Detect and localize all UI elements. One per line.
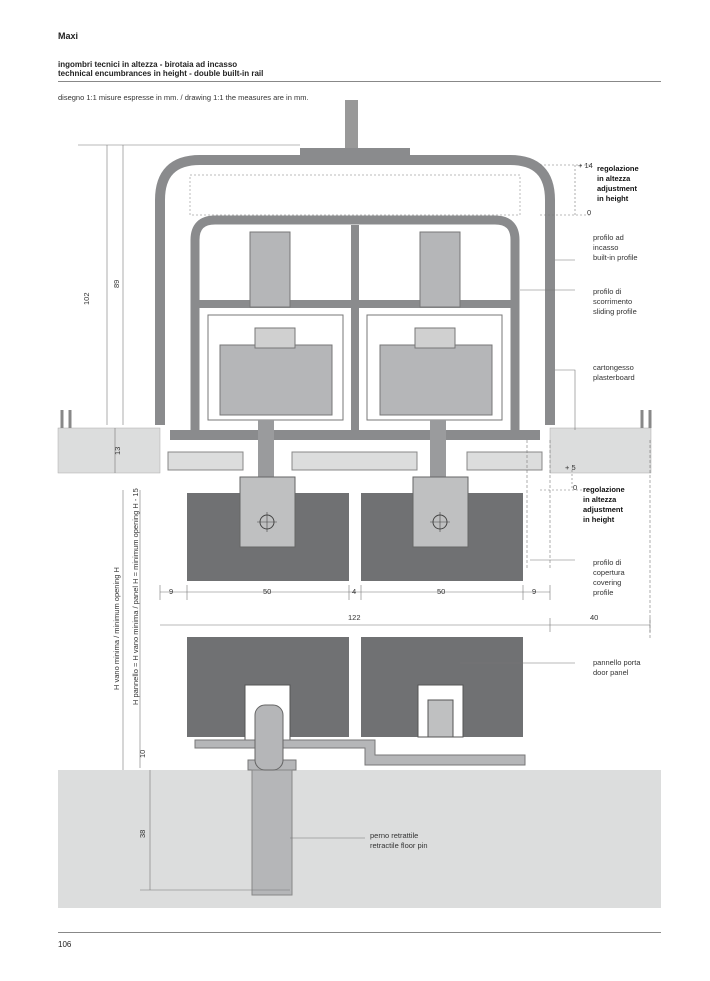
callout-adjust-top: regolazione in altezza adjustment in hei… bbox=[597, 164, 639, 203]
ceiling-screw bbox=[345, 100, 358, 152]
plasterboard-left bbox=[57, 427, 161, 474]
trolley-wheel-left bbox=[219, 344, 333, 416]
floor bbox=[58, 770, 661, 908]
svg-text:profilo di: profilo di bbox=[593, 287, 622, 296]
svg-text:in height: in height bbox=[597, 194, 629, 203]
dim-40: 40 bbox=[590, 613, 598, 622]
dimension-lines bbox=[78, 144, 651, 891]
retractile-pin-body bbox=[251, 769, 293, 896]
svg-text:perno retrattile: perno retrattile bbox=[370, 831, 418, 840]
callout-floor-pin: perno retrattile retractile floor pin bbox=[370, 831, 428, 850]
floor-guide-plate bbox=[194, 739, 526, 766]
crosshair-icon bbox=[257, 512, 277, 532]
svg-text:adjustment: adjustment bbox=[597, 184, 638, 193]
carriage-block-right bbox=[419, 231, 461, 308]
adjust-top-zero: 0 bbox=[587, 208, 591, 217]
dim-13: 13 bbox=[113, 447, 122, 455]
callout-door-panel: pannello porta door panel bbox=[593, 658, 641, 677]
svg-text:cartongesso: cartongesso bbox=[593, 363, 634, 372]
svg-text:in height: in height bbox=[583, 515, 615, 524]
panel-hanger-left bbox=[239, 476, 296, 548]
adjust-bottom-max: + 5 bbox=[565, 463, 576, 472]
retractile-pin bbox=[254, 704, 284, 771]
plasterboard-right bbox=[549, 427, 652, 474]
covering-profile-right bbox=[466, 451, 543, 471]
sliding-profile-divider bbox=[351, 225, 359, 440]
profile-top-flange bbox=[300, 148, 410, 162]
svg-text:sliding profile: sliding profile bbox=[593, 307, 637, 316]
callout-adjust-bottom: regolazione in altezza adjustment in hei… bbox=[583, 485, 625, 524]
svg-text:built-in profile: built-in profile bbox=[593, 253, 638, 262]
svg-text:copertura: copertura bbox=[593, 568, 626, 577]
adjust-top-max: + 14 bbox=[578, 161, 593, 170]
sliding-profile-base bbox=[170, 430, 540, 440]
svg-text:regolazione: regolazione bbox=[597, 164, 639, 173]
document-title: Maxi bbox=[58, 31, 79, 41]
dim-102: 102 bbox=[82, 292, 91, 305]
sliding-profile bbox=[190, 215, 520, 440]
dim-50-right: 50 bbox=[437, 587, 445, 596]
svg-text:profilo di: profilo di bbox=[593, 558, 622, 567]
label-panel-height: H pannello = H vano minima / panel H = m… bbox=[131, 488, 140, 705]
callout-sliding-profile: profilo di scorrimento sliding profile bbox=[593, 287, 637, 316]
subtitle-italian: ingombri tecnici in altezza - birotaia a… bbox=[58, 60, 238, 69]
dim-50-left: 50 bbox=[263, 587, 271, 596]
plasterboard-studs bbox=[60, 410, 652, 428]
panel-hanger-right bbox=[412, 476, 469, 548]
hanger-bolt-left bbox=[258, 420, 274, 480]
dim-122: 122 bbox=[348, 613, 361, 622]
svg-text:adjustment: adjustment bbox=[583, 505, 624, 514]
svg-text:in altezza: in altezza bbox=[583, 495, 617, 504]
adjust-bottom-zero: 0 bbox=[573, 483, 577, 492]
footer-divider bbox=[58, 932, 661, 933]
svg-text:door panel: door panel bbox=[593, 668, 629, 677]
crosshair-icon bbox=[430, 512, 450, 532]
subtitle-english: technical encumbrances in height - doubl… bbox=[58, 69, 264, 78]
covering-profile-left bbox=[167, 451, 244, 471]
hanger-bolt-right bbox=[430, 420, 446, 480]
dim-10: 10 bbox=[138, 750, 147, 758]
svg-text:covering: covering bbox=[593, 578, 621, 587]
callout-covering-profile: profilo di copertura covering profile bbox=[593, 558, 626, 597]
svg-text:regolazione: regolazione bbox=[583, 485, 625, 494]
carriage-block-left bbox=[249, 231, 291, 308]
svg-text:incasso: incasso bbox=[593, 243, 618, 252]
callout-plasterboard: cartongesso plasterboard bbox=[593, 363, 635, 382]
dim-9-left: 9 bbox=[169, 587, 173, 596]
svg-text:in altezza: in altezza bbox=[597, 174, 631, 183]
adjustment-ghost-profile bbox=[189, 174, 521, 216]
header-divider bbox=[58, 81, 661, 82]
svg-text:profile: profile bbox=[593, 588, 613, 597]
trolley-wheel-right bbox=[379, 344, 493, 416]
page-number: 106 bbox=[58, 940, 72, 949]
dim-89: 89 bbox=[112, 280, 121, 288]
dim-9-right: 9 bbox=[532, 587, 536, 596]
svg-text:scorrimento: scorrimento bbox=[593, 297, 632, 306]
dim-4: 4 bbox=[352, 587, 356, 596]
trolley-axle-right bbox=[414, 327, 456, 349]
svg-text:profilo ad: profilo ad bbox=[593, 233, 624, 242]
svg-text:plasterboard: plasterboard bbox=[593, 373, 635, 382]
covering-profile-center bbox=[291, 451, 418, 471]
scale-note: disegno 1:1 misure espresse in mm. / dra… bbox=[58, 93, 309, 102]
callout-built-in-profile: profilo ad incasso built-in profile bbox=[593, 233, 638, 262]
label-min-opening: H vano minima / minimum opening H bbox=[112, 567, 121, 690]
svg-text:pannello porta: pannello porta bbox=[593, 658, 641, 667]
floor-guide-right bbox=[427, 699, 454, 738]
dim-38: 38 bbox=[138, 830, 147, 838]
trolley-axle-left bbox=[254, 327, 296, 349]
svg-text:retractile floor pin: retractile floor pin bbox=[370, 841, 428, 850]
